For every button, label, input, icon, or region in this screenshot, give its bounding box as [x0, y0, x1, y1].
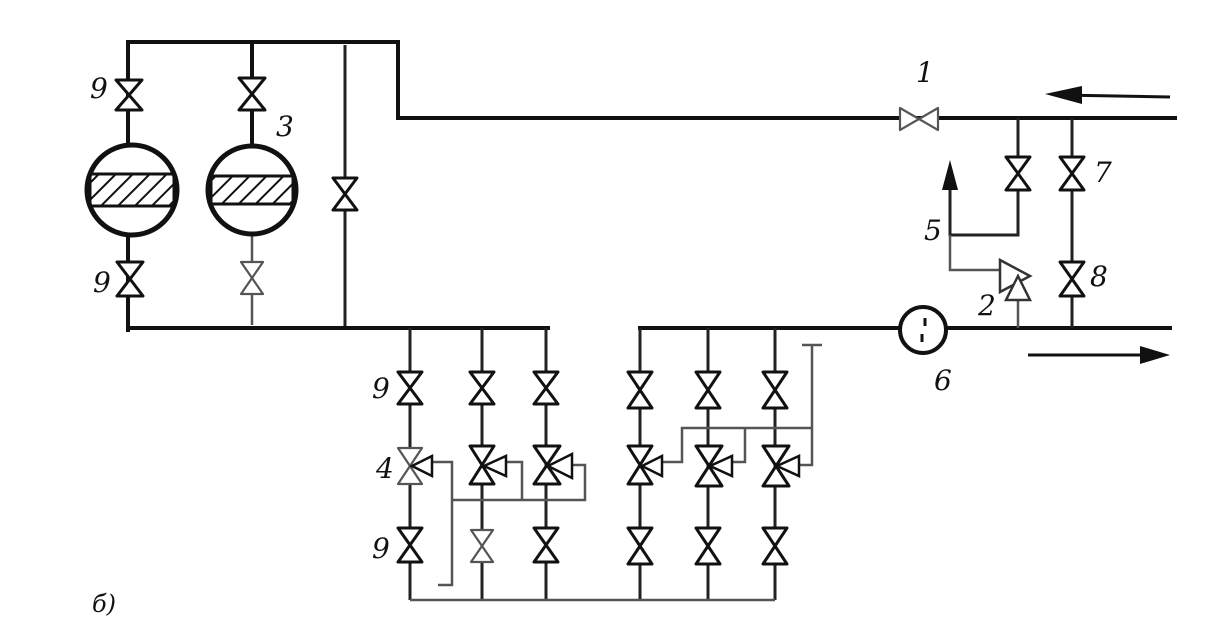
inflow-arrow-icon	[1045, 86, 1171, 104]
label-7: 7	[1094, 156, 1112, 189]
valve-3-top[interactable]	[237, 76, 267, 112]
valve-9-top-left[interactable]	[114, 78, 144, 112]
valve-group-col2-upper[interactable]	[468, 370, 496, 406]
impulse-line-left	[430, 460, 587, 587]
label-2: 2	[977, 289, 996, 322]
label-9-group-upper: 9	[372, 372, 390, 405]
valve-7[interactable]	[1058, 155, 1086, 192]
valve-right-col1-lower[interactable]	[626, 526, 654, 566]
valve-group-col2-lower[interactable]	[469, 528, 495, 564]
actuator-icons	[409, 451, 801, 481]
valve-right-col2-upper[interactable]	[694, 370, 722, 410]
impulse-line-right	[655, 343, 822, 467]
valve-9-bottom-left[interactable]	[115, 260, 145, 298]
label-6: 6	[934, 364, 952, 397]
valve-5-line[interactable]	[1004, 155, 1032, 192]
valve-group-col3-upper[interactable]	[532, 370, 560, 406]
outflow-arrow-icon	[1028, 346, 1170, 364]
top-manifold-pipe	[126, 40, 1177, 120]
valve-9-group-upper[interactable]	[396, 370, 424, 406]
check-valve-2[interactable]	[998, 257, 1033, 302]
valve-group-col3-lower[interactable]	[532, 526, 560, 564]
label-9-bottom: 9	[93, 266, 111, 299]
branch-5-pipe	[948, 118, 1020, 237]
valve-right-col2-lower[interactable]	[694, 526, 722, 566]
filter-right	[205, 143, 299, 237]
valve-regulator-col2[interactable]	[468, 444, 496, 486]
label-9-group-lower: 9	[372, 532, 390, 565]
valve-right-col3-lower[interactable]	[761, 526, 789, 566]
flow-meter	[898, 305, 948, 355]
valve-right-col1-regulator[interactable]	[626, 444, 654, 486]
label-5: 5	[924, 214, 942, 247]
figure-label: б)	[92, 590, 116, 618]
label-3: 3	[276, 110, 294, 143]
filter-left	[84, 142, 180, 238]
valve-right-col3-upper[interactable]	[761, 370, 789, 410]
drain-arrow-icon	[942, 160, 958, 190]
valve-regulator-col3[interactable]	[532, 444, 562, 486]
label-9-top: 9	[90, 72, 108, 105]
valve-1[interactable]	[898, 106, 940, 132]
valve-right-col1-upper[interactable]	[626, 370, 654, 410]
label-1: 1	[916, 56, 934, 89]
label-8: 8	[1090, 260, 1108, 293]
valve-8[interactable]	[1058, 260, 1086, 298]
label-4: 4	[375, 452, 394, 485]
valve-3-bottom[interactable]	[239, 260, 265, 296]
valve-9-group-lower[interactable]	[396, 526, 424, 564]
branch-2-link	[948, 235, 1000, 272]
valve-bypass[interactable]	[331, 176, 359, 212]
